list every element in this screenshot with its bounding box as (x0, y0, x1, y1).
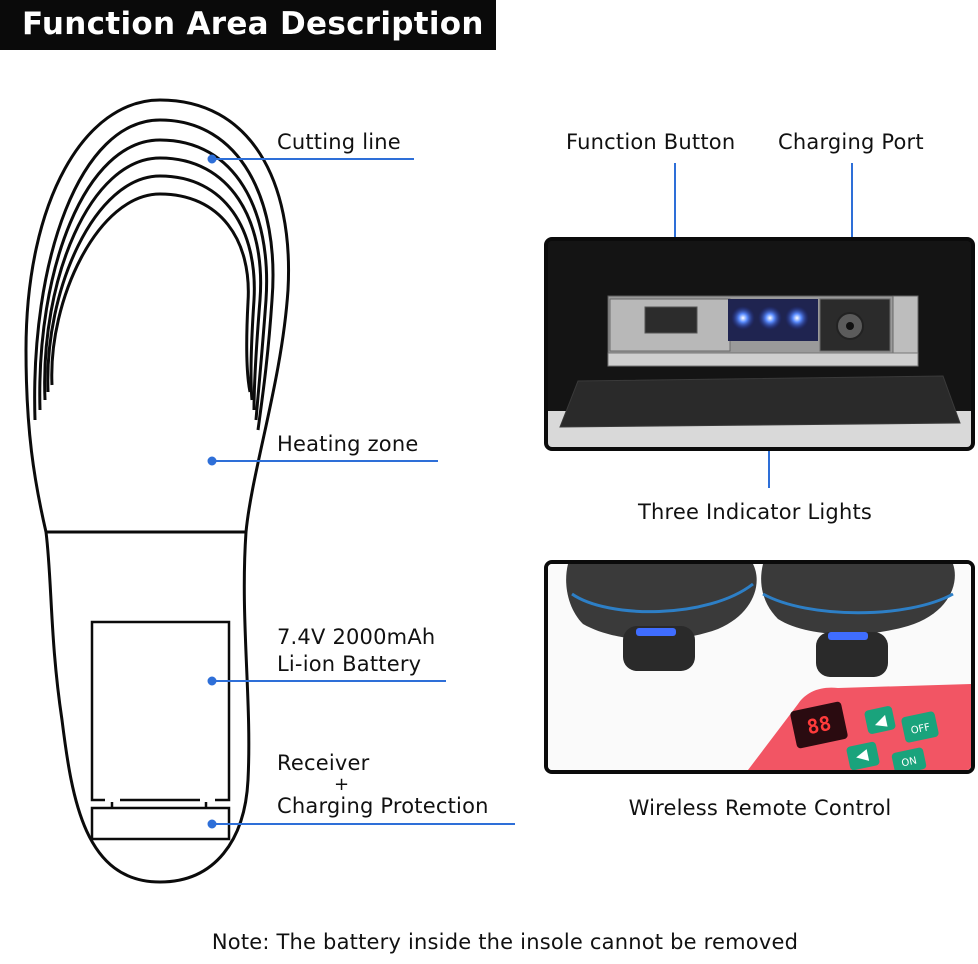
cutting-lines (33, 118, 275, 431)
indicator-led-3 (785, 306, 809, 330)
indicator-led-1 (731, 306, 755, 330)
page-title: Function Area Description (22, 6, 484, 42)
receiver-plus-label: + (334, 774, 350, 795)
battery-box (90, 620, 231, 802)
battery-type-label: Li-ion Battery (277, 652, 422, 676)
indicator-led-2 (758, 306, 782, 330)
note-text: Note: The battery inside the insole cann… (211, 930, 799, 954)
control-module-photo (544, 237, 975, 451)
remote-off-button: OFF (910, 722, 931, 737)
remote-display: 88 (805, 711, 834, 739)
charging-port-label: Charging Port (778, 130, 924, 154)
remote-caption: Wireless Remote Control (628, 796, 892, 820)
remote-illustration: 88 OFF ON (548, 564, 971, 770)
battery-spec-label: 7.4V 2000mAh (277, 625, 436, 649)
receiver-box (90, 798, 231, 841)
insole-pointers (207, 154, 515, 829)
cutting-line-label: Cutting line (277, 130, 401, 154)
indicator-lights-label: Three Indicator Lights (638, 500, 873, 524)
function-button-label: Function Button (566, 130, 736, 154)
title-banner: Function Area Description (0, 0, 496, 50)
heating-zone-label: Heating zone (277, 432, 419, 456)
control-module-illustration (548, 241, 971, 447)
remote-control-photo: 88 OFF ON (544, 560, 975, 774)
charging-protection-label: Charging Protection (277, 794, 489, 818)
insole-outline (24, 98, 291, 884)
remote-on-button: ON (901, 755, 918, 769)
receiver-label: Receiver (277, 751, 370, 775)
